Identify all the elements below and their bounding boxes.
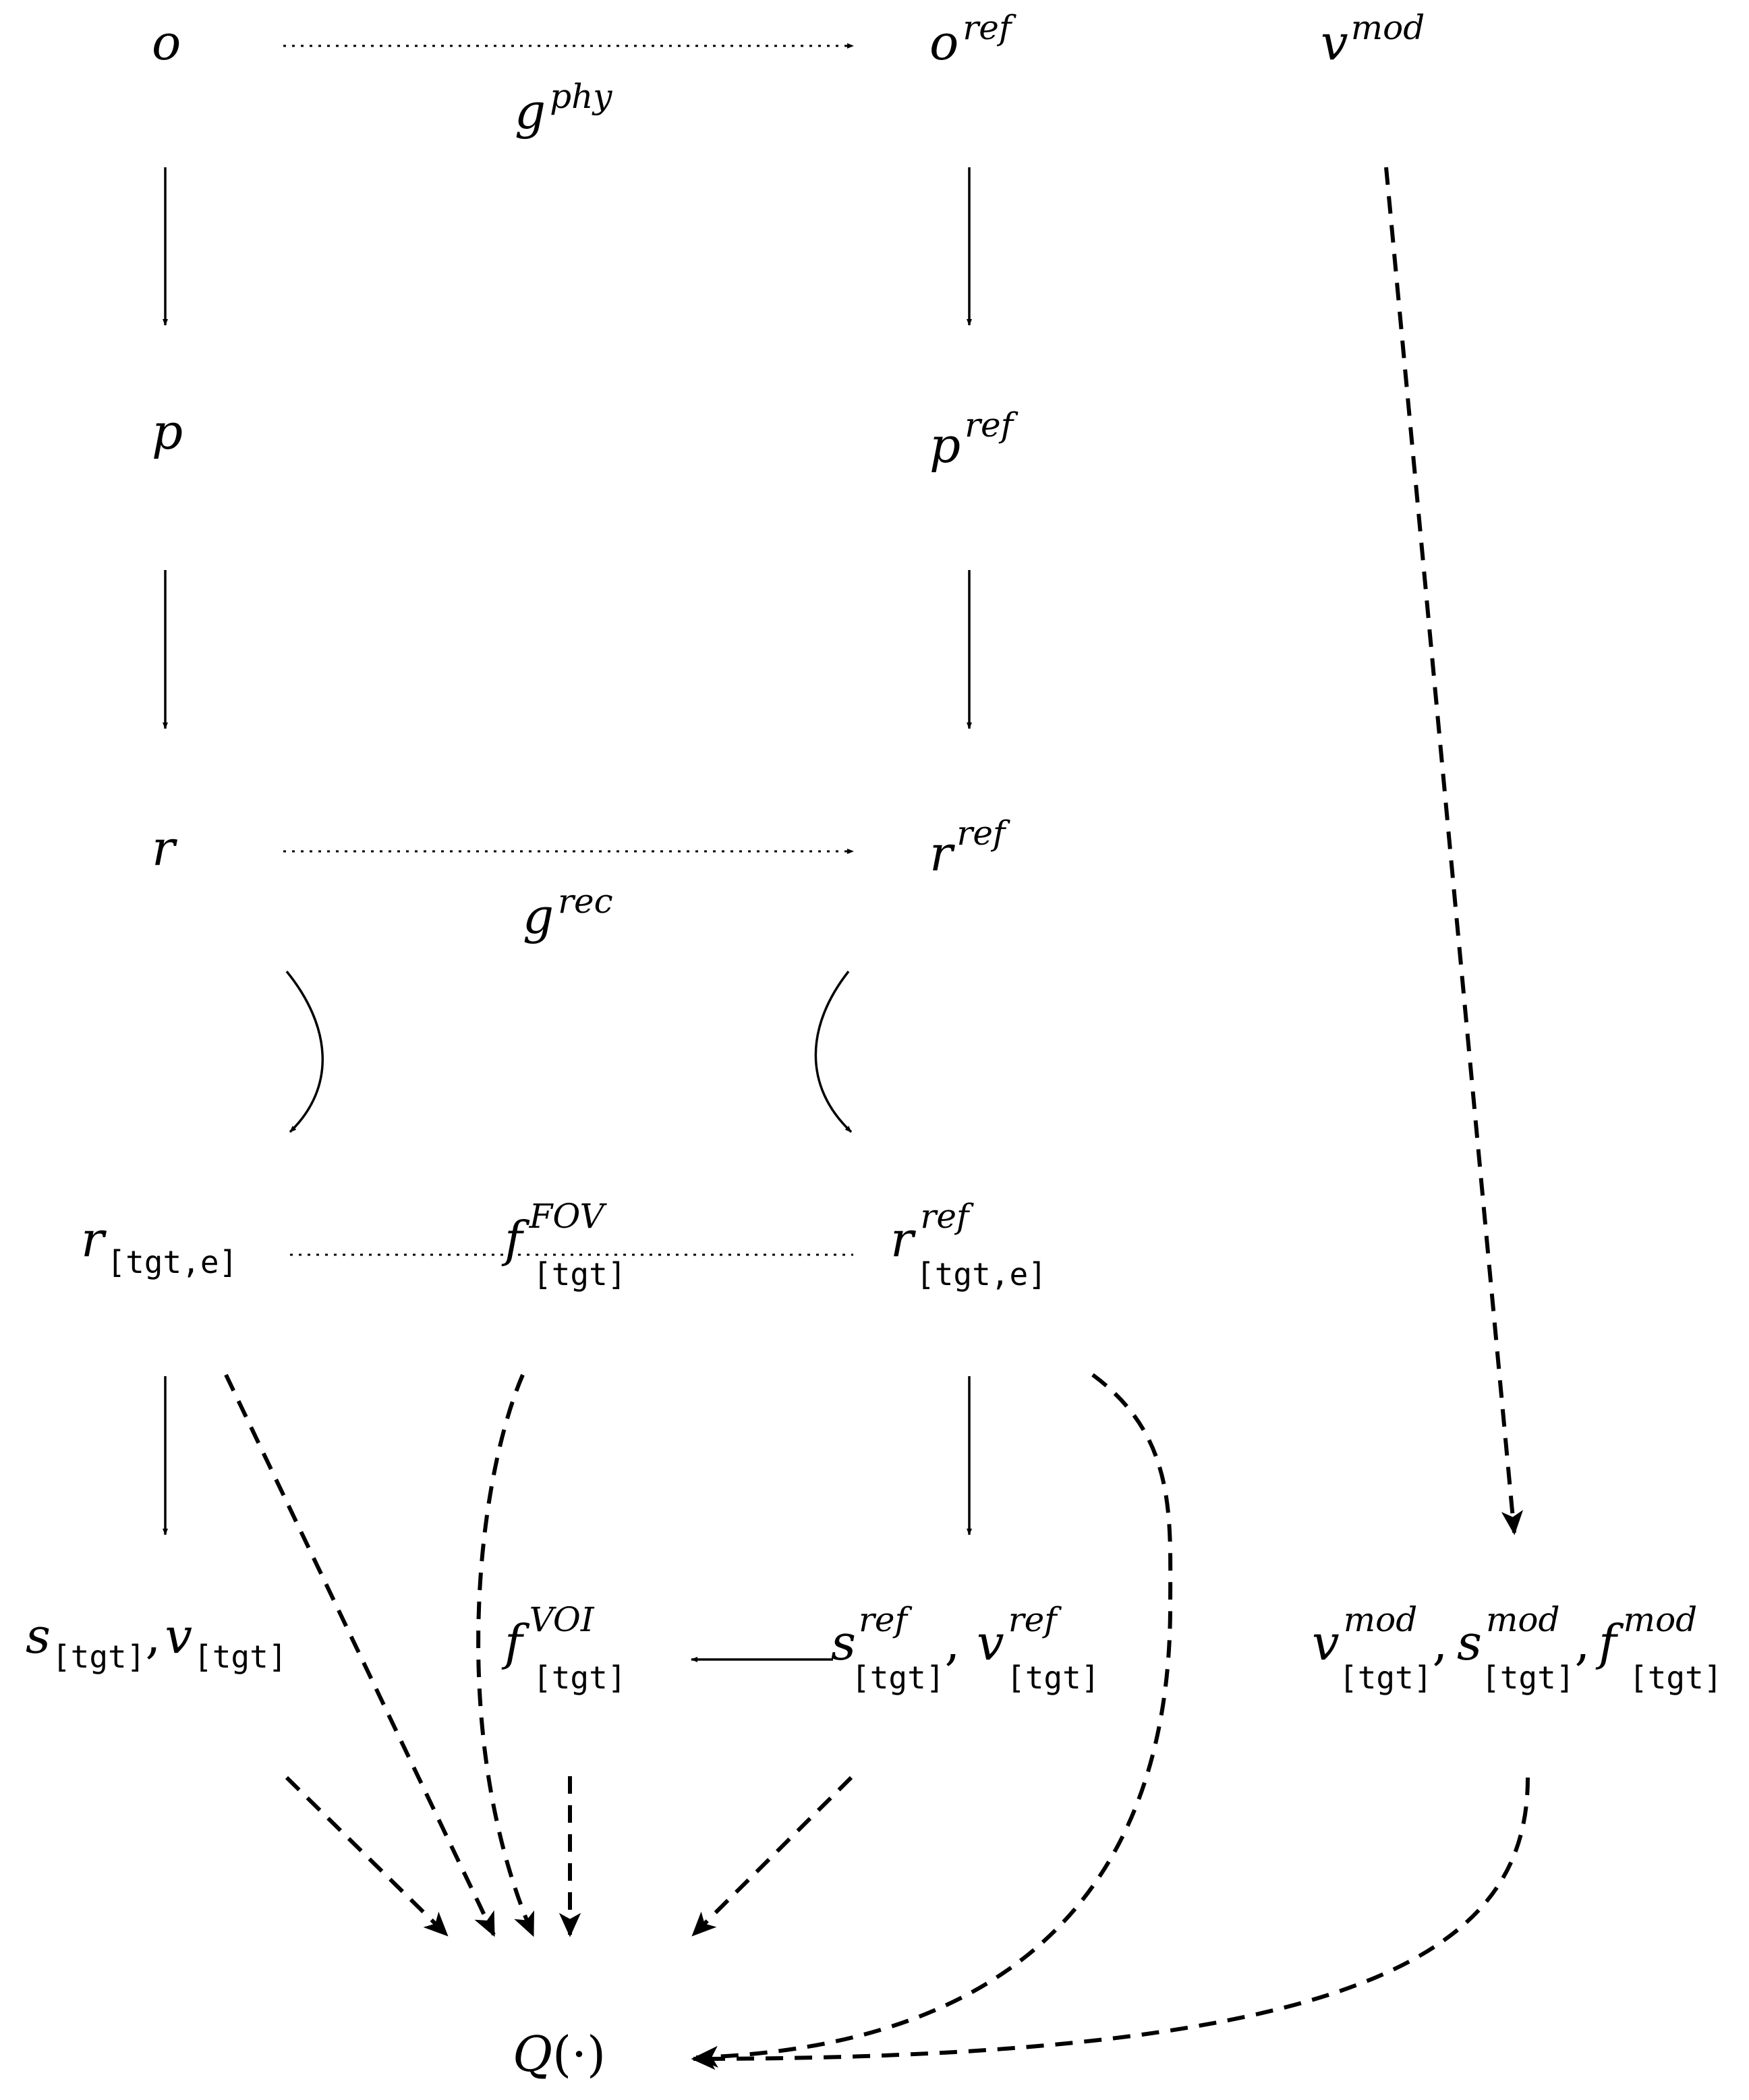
node-q: Q(·) [513, 2026, 606, 2082]
node-v-mod: vmod [1321, 8, 1425, 71]
edge-svreftgt-to-q [691, 1776, 853, 1937]
edge-vmod-to-modtgt [1384, 167, 1524, 1535]
edge-ffov-to-q [476, 1373, 535, 1937]
edge-svtgt-to-q [285, 1776, 449, 1937]
edge-rreftgte-to-q [693, 1373, 1173, 2068]
edge-rtgte-to-q [224, 1373, 496, 1937]
node-r: r [152, 820, 177, 876]
node-o: o [152, 14, 181, 71]
node-r-tgt-e: r[tgt,e] [81, 1211, 237, 1280]
node-p: p [152, 403, 183, 460]
edge-modtgt-to-q [691, 1777, 1530, 2070]
edge-rref-to-rreftgte [814, 970, 853, 1133]
node-s-v-tgt: s[tgt],v[tgt] [26, 1608, 287, 1675]
edge-r-to-rtgte [285, 970, 324, 1133]
